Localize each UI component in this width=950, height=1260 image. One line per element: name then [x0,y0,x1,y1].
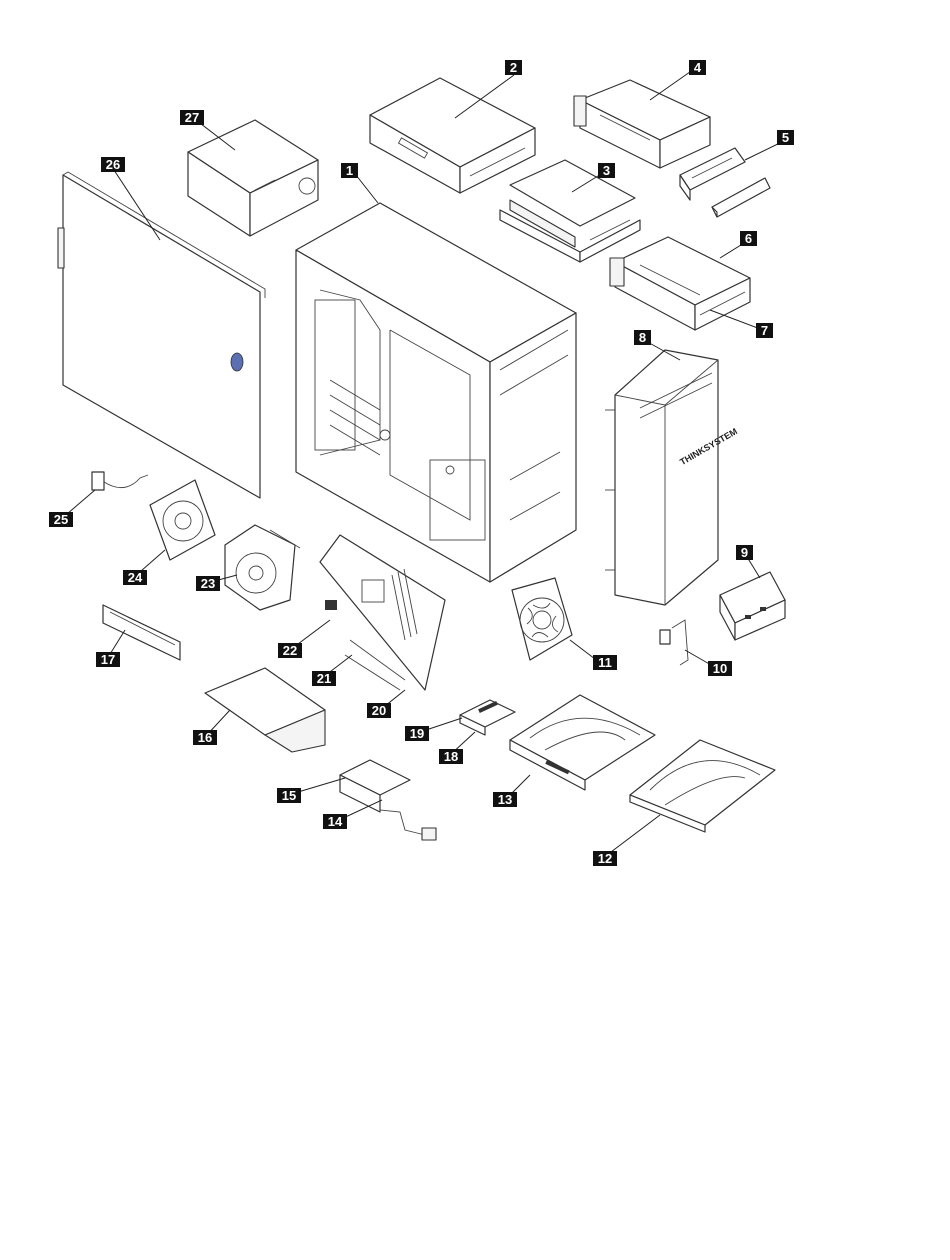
svg-text:20: 20 [372,703,386,718]
callout-11: 11 [593,655,617,670]
callout-8: 8 [634,330,651,345]
callout-23: 23 [196,576,220,591]
svg-text:22: 22 [283,643,297,658]
callout-27: 27 [180,110,204,125]
svg-text:10: 10 [713,661,727,676]
callout-15: 15 [277,788,301,803]
part-1-server-chassis [296,203,576,582]
svg-text:1: 1 [346,163,353,178]
part-16-pcie-adapter [205,668,325,752]
svg-text:14: 14 [328,814,343,829]
part-11-system-fan [512,578,572,660]
callout-25: 25 [49,512,73,527]
part-6-7-drive-with-cage [610,237,750,330]
part-20-22-system-board [320,535,445,690]
svg-text:27: 27 [185,110,199,125]
part-23-heat-sink-fan [225,525,300,610]
svg-text:4: 4 [694,60,702,75]
svg-text:19: 19 [410,726,424,741]
callout-16: 16 [193,730,217,745]
part-5-bezel-shield [680,148,770,217]
callout-17: 17 [96,652,120,667]
part-24-front-fan [150,480,215,560]
part-4-tape-drive [574,80,710,168]
svg-text:17: 17 [101,652,115,667]
svg-text:15: 15 [282,788,296,803]
callout-10: 10 [708,661,732,676]
callout-1: 1 [341,163,358,178]
part-18-19-m2-boot-adapter [460,700,515,735]
callout-14: 14 [323,814,347,829]
part-12-drive-bay-assembly [630,740,775,832]
callout-22: 22 [278,643,302,658]
svg-text:6: 6 [745,231,752,246]
callout-6: 6 [740,231,757,246]
callout-4: 4 [689,60,706,75]
svg-text:24: 24 [128,570,143,585]
callout-12: 12 [593,851,617,866]
callout-2: 2 [505,60,522,75]
svg-text:12: 12 [598,851,612,866]
svg-text:5: 5 [782,130,789,145]
part-27-power-supply [188,120,318,236]
svg-text:7: 7 [761,323,768,338]
part-10-intrusion-switch [660,620,688,665]
callout-9: 9 [736,545,753,560]
callout-13: 13 [493,792,517,807]
callout-3: 3 [598,163,615,178]
svg-text:9: 9 [741,545,748,560]
callout-5: 5 [777,130,794,145]
callout-20: 20 [367,703,391,718]
svg-text:18: 18 [444,749,458,764]
svg-text:3: 3 [603,163,610,178]
cover-latch-accent [231,353,243,371]
svg-text:11: 11 [598,655,612,670]
svg-text:8: 8 [639,330,646,345]
svg-text:26: 26 [106,157,120,172]
svg-text:21: 21 [317,671,331,686]
part-2-optical-drive [370,78,535,193]
part-15-power-interface [340,760,436,840]
part-9-front-io-assembly [720,572,785,640]
svg-text:16: 16 [198,730,212,745]
part-25-intrusion-cable [92,472,148,490]
svg-text:23: 23 [201,576,215,591]
part-8-front-bezel: THINKSYSTEM [605,350,739,605]
svg-text:25: 25 [54,512,68,527]
part-3-optical-drive-bay [500,160,640,262]
svg-text:2: 2 [510,60,517,75]
callout-19: 19 [405,726,429,741]
svg-text:13: 13 [498,792,512,807]
callout-24: 24 [123,570,147,585]
callout-26: 26 [101,157,125,172]
callout-7: 7 [756,323,773,338]
callout-18: 18 [439,749,463,764]
callout-21: 21 [312,671,336,686]
part-13-drive-carrier [510,695,655,790]
